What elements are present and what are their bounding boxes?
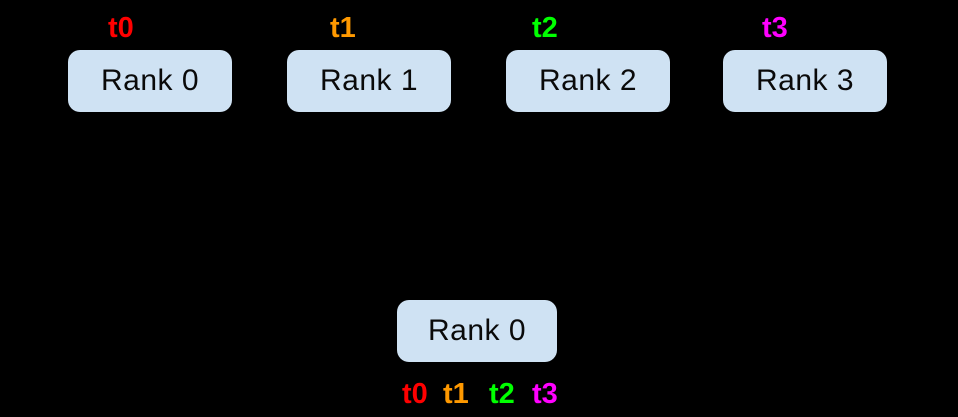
rank-box-top-0: Rank 0	[68, 50, 232, 112]
thread-label-t2-bottom: t2	[489, 378, 515, 410]
rank-box-label: Rank 3	[755, 64, 855, 97]
thread-label-t1-top: t1	[330, 12, 356, 44]
rank-box-label: Rank 2	[538, 64, 638, 97]
thread-label-t3-top: t3	[762, 12, 788, 44]
thread-label-t2-top: t2	[532, 12, 558, 44]
thread-label-t1-bottom: t1	[443, 378, 469, 410]
rank-box-top-3: Rank 3	[723, 50, 887, 112]
rank-box-top-2: Rank 2	[506, 50, 670, 112]
thread-label-t0-bottom: t0	[402, 378, 428, 410]
rank-box-label: Rank 0	[100, 64, 200, 97]
thread-label-t3-bottom: t3	[532, 378, 558, 410]
rank-box-label: Rank 1	[319, 64, 419, 97]
thread-label-t0-top: t0	[108, 12, 134, 44]
rank-box-bottom: Rank 0	[397, 300, 557, 362]
rank-box-top-1: Rank 1	[287, 50, 451, 112]
rank-box-label: Rank 0	[427, 314, 527, 347]
